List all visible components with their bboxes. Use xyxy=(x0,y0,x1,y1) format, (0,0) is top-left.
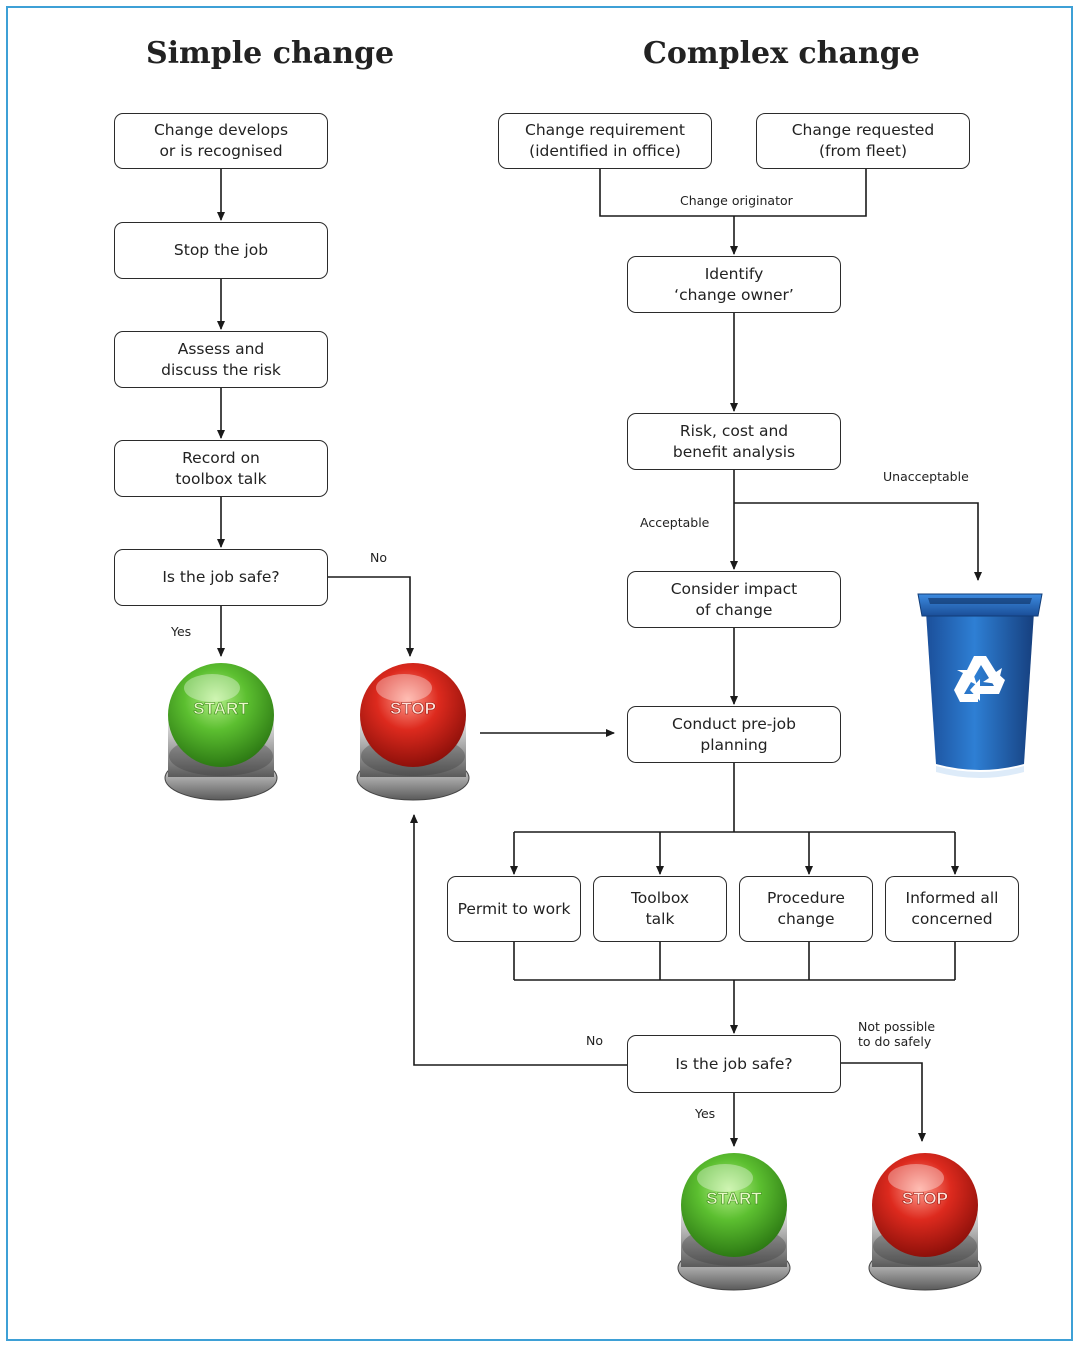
box-toolbox-talk: Toolbox talk xyxy=(593,876,727,942)
box-change-develops: Change develops or is recognised xyxy=(114,113,328,169)
stop-button-label-bottom: STOP xyxy=(902,1189,948,1208)
label-complex-no: No xyxy=(586,1033,603,1048)
box-informed-all: Informed all concerned xyxy=(885,876,1019,942)
box-risk-cost-benefit: Risk, cost and benefit analysis xyxy=(627,413,841,470)
stop-button-icon: STOP xyxy=(356,663,470,801)
start-button-label-bottom: START xyxy=(706,1189,762,1208)
label-acceptable: Acceptable xyxy=(640,515,710,530)
label-not-possible: Not possible to do safely xyxy=(858,1019,936,1049)
label-simple-no: No xyxy=(370,550,387,565)
box-permit-to-work: Permit to work xyxy=(447,876,581,942)
box-assess-risk: Assess and discuss the risk xyxy=(114,331,328,388)
box-identify-change-owner: Identify ‘change owner’ xyxy=(627,256,841,313)
start-button-label: START xyxy=(193,699,249,718)
box-complex-is-job-safe: Is the job safe? xyxy=(627,1035,841,1093)
recycle-bin-icon xyxy=(917,593,1043,778)
label-unacceptable: Unacceptable xyxy=(883,469,969,484)
stop-button-label: STOP xyxy=(390,699,436,718)
heading-complex-change: Complex change xyxy=(643,36,920,71)
box-record-toolbox: Record on toolbox talk xyxy=(114,440,328,497)
start-button-icon-bottom: START xyxy=(677,1153,791,1291)
box-change-requested-fleet: Change requested (from fleet) xyxy=(756,113,970,169)
box-simple-is-job-safe: Is the job safe? xyxy=(114,549,328,606)
heading-simple-change: Simple change xyxy=(146,36,395,71)
stop-button-icon-bottom: STOP xyxy=(868,1153,982,1291)
label-change-originator: Change originator xyxy=(680,193,793,208)
box-pre-job-planning: Conduct pre-job planning xyxy=(627,706,841,763)
box-change-requirement-office: Change requirement (identified in office… xyxy=(498,113,712,169)
label-simple-yes: Yes xyxy=(171,624,192,639)
label-complex-yes: Yes xyxy=(695,1106,716,1121)
box-consider-impact: Consider impact of change xyxy=(627,571,841,628)
diagram-frame xyxy=(6,6,1073,1341)
box-stop-the-job: Stop the job xyxy=(114,222,328,279)
start-button-icon: START xyxy=(164,663,278,801)
box-procedure-change: Procedure change xyxy=(739,876,873,942)
